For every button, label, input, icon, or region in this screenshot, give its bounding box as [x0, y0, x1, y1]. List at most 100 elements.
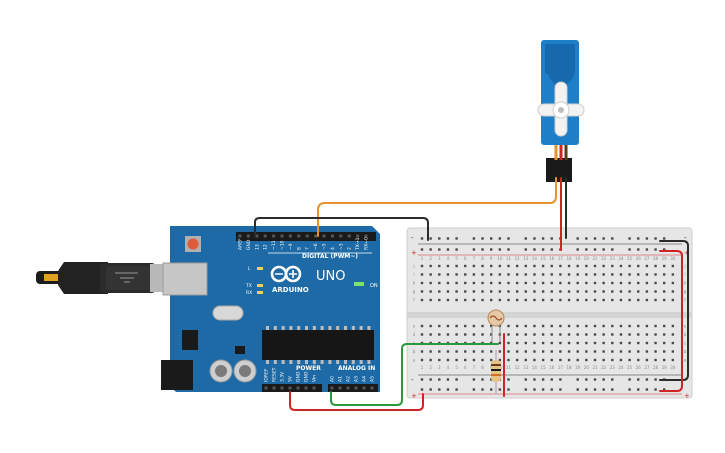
breadboard-hole[interactable]	[438, 237, 441, 240]
breadboard-hole[interactable]	[524, 264, 527, 268]
digital-pin[interactable]	[314, 234, 318, 238]
breadboard-hole[interactable]	[602, 350, 605, 353]
power-pin[interactable]	[272, 386, 276, 390]
analog-pin[interactable]	[338, 386, 342, 390]
breadboard-hole[interactable]	[446, 290, 450, 293]
breadboard-hole[interactable]	[541, 298, 545, 302]
breadboard-hole[interactable]	[654, 378, 657, 381]
breadboard-hole[interactable]	[481, 324, 484, 328]
breadboard-hole[interactable]	[438, 290, 441, 293]
analog-pin[interactable]	[330, 386, 334, 390]
breadboard-hole[interactable]	[654, 248, 657, 251]
breadboard-hole[interactable]	[663, 350, 666, 353]
breadboard-hole[interactable]	[490, 248, 493, 251]
breadboard-hole[interactable]	[490, 237, 493, 240]
breadboard-hole[interactable]	[585, 333, 588, 336]
breadboard-hole[interactable]	[550, 298, 553, 302]
breadboard-hole[interactable]	[576, 358, 579, 362]
breadboard-hole[interactable]	[490, 298, 493, 302]
breadboard-hole[interactable]	[654, 350, 657, 353]
breadboard-hole[interactable]	[541, 388, 545, 391]
breadboard-hole[interactable]	[429, 264, 432, 268]
breadboard-hole[interactable]	[455, 264, 458, 268]
breadboard-hole[interactable]	[515, 281, 519, 285]
breadboard-hole[interactable]	[567, 290, 571, 293]
breadboard-hole[interactable]	[429, 324, 432, 328]
power-pin[interactable]	[288, 386, 292, 390]
breadboard-hole[interactable]	[481, 298, 484, 302]
breadboard-hole[interactable]	[567, 273, 571, 276]
breadboard-hole[interactable]	[663, 290, 666, 293]
breadboard-hole[interactable]	[472, 237, 476, 240]
breadboard-hole[interactable]	[464, 298, 467, 302]
breadboard-hole[interactable]	[455, 333, 458, 336]
breadboard-hole[interactable]	[446, 281, 450, 285]
breadboard-hole[interactable]	[541, 358, 545, 362]
breadboard-hole[interactable]	[567, 281, 571, 285]
breadboard-hole[interactable]	[593, 378, 597, 381]
breadboard-hole[interactable]	[585, 341, 588, 345]
breadboard-hole[interactable]	[446, 378, 450, 381]
breadboard-hole[interactable]	[541, 281, 545, 285]
breadboard-hole[interactable]	[446, 350, 450, 353]
breadboard-hole[interactable]	[654, 290, 657, 293]
breadboard-hole[interactable]	[533, 264, 536, 268]
breadboard-hole[interactable]	[585, 358, 588, 362]
breadboard-hole[interactable]	[628, 341, 631, 345]
breadboard-hole[interactable]	[498, 290, 502, 293]
breadboard-hole[interactable]	[507, 350, 510, 353]
breadboard-hole[interactable]	[645, 264, 649, 268]
breadboard-hole[interactable]	[663, 388, 666, 391]
breadboard-hole[interactable]	[533, 350, 536, 353]
breadboard-hole[interactable]	[628, 358, 631, 362]
digital-pin[interactable]	[246, 234, 250, 238]
breadboard-hole[interactable]	[602, 264, 605, 268]
digital-pin[interactable]	[347, 234, 351, 238]
breadboard-hole[interactable]	[619, 333, 623, 336]
breadboard-hole[interactable]	[611, 378, 614, 381]
breadboard-hole[interactable]	[628, 378, 631, 381]
breadboard-hole[interactable]	[654, 264, 657, 268]
breadboard-hole[interactable]	[498, 248, 502, 251]
breadboard-hole[interactable]	[429, 350, 432, 353]
breadboard-hole[interactable]	[550, 264, 553, 268]
breadboard-hole[interactable]	[637, 350, 640, 353]
power-header[interactable]	[262, 384, 322, 392]
breadboard-hole[interactable]	[524, 341, 527, 345]
breadboard-hole[interactable]	[490, 378, 493, 381]
breadboard-hole[interactable]	[593, 237, 597, 240]
breadboard-hole[interactable]	[524, 298, 527, 302]
breadboard-hole[interactable]	[576, 237, 579, 240]
power-pin[interactable]	[280, 386, 284, 390]
breadboard-hole[interactable]	[420, 298, 424, 302]
breadboard-hole[interactable]	[619, 358, 623, 362]
breadboard-hole[interactable]	[515, 324, 519, 328]
breadboard-hole[interactable]	[533, 388, 536, 391]
breadboard-hole[interactable]	[507, 388, 510, 391]
breadboard-hole[interactable]	[671, 281, 675, 285]
breadboard-hole[interactable]	[593, 264, 597, 268]
breadboard-hole[interactable]	[602, 248, 605, 251]
breadboard-hole[interactable]	[464, 273, 467, 276]
breadboard-hole[interactable]	[541, 248, 545, 251]
breadboard-hole[interactable]	[619, 298, 623, 302]
breadboard-hole[interactable]	[645, 273, 649, 276]
breadboard-hole[interactable]	[619, 264, 623, 268]
digital-pin[interactable]	[238, 234, 242, 238]
breadboard-hole[interactable]	[420, 273, 424, 276]
breadboard-hole[interactable]	[429, 333, 432, 336]
breadboard-hole[interactable]	[593, 350, 597, 353]
breadboard-hole[interactable]	[455, 358, 458, 362]
analog-header[interactable]	[328, 384, 378, 392]
breadboard-hole[interactable]	[559, 341, 562, 345]
breadboard-hole[interactable]	[559, 358, 562, 362]
breadboard-hole[interactable]	[515, 358, 519, 362]
breadboard-hole[interactable]	[585, 264, 588, 268]
breadboard-hole[interactable]	[550, 290, 553, 293]
breadboard-hole[interactable]	[611, 324, 614, 328]
breadboard-hole[interactable]	[481, 248, 484, 251]
breadboard-hole[interactable]	[576, 290, 579, 293]
servo-horn[interactable]	[537, 81, 585, 137]
breadboard-hole[interactable]	[438, 333, 441, 336]
breadboard-hole[interactable]	[420, 388, 424, 391]
